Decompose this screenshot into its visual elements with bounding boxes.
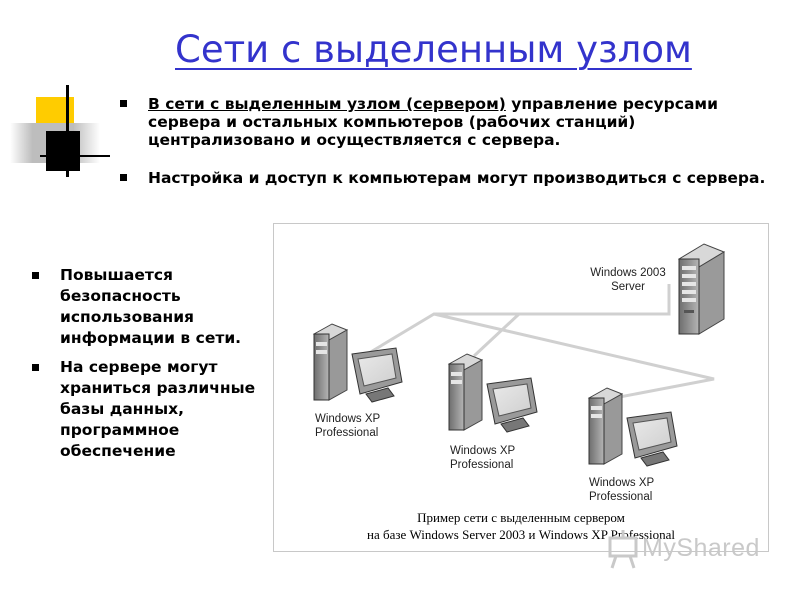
- network-cables: [358, 284, 715, 401]
- dedicated-node-link[interactable]: В сети с выделенным узлом (сервером): [148, 95, 506, 113]
- left-bullet-list: Повышается безопасность использования ин…: [32, 265, 295, 470]
- bullet-dedicated-node: В сети с выделенным узлом (сервером) упр…: [120, 95, 768, 149]
- workstation-3-label: Windows XP Professional: [589, 476, 654, 504]
- network-diagram-svg: [312, 243, 726, 467]
- bullet-server-storage: На сервере могут храниться различные баз…: [32, 357, 295, 462]
- workstation-label-line2: Professional: [589, 491, 653, 503]
- workstation-label-line1: Windows XP: [450, 445, 516, 457]
- workstation-label-line2: Professional: [315, 427, 379, 439]
- server-label: Windows 2003 Server: [586, 266, 670, 294]
- caption-line2: на базе Windows Server 2003 и Windows XP…: [367, 527, 675, 542]
- server-label-line2: Server: [611, 281, 645, 293]
- workstation-1-label: Windows XP Professional: [315, 412, 380, 440]
- diagram-caption: Пример сети с выделенным сервером на баз…: [274, 509, 768, 543]
- top-bullet-list: В сети с выделенным узлом (сервером) упр…: [120, 95, 768, 207]
- watermark-logo-icon: [608, 530, 638, 569]
- bullet-configuration: Настройка и доступ к компьютерам могут п…: [120, 169, 768, 187]
- workstation-3: [587, 387, 678, 467]
- workstation-label-line1: Windows XP: [589, 477, 655, 489]
- network-diagram: Windows 2003 Server Windows XP Professio…: [273, 223, 769, 552]
- caption-line1: Пример сети с выделенным сервером: [417, 510, 625, 525]
- slide-title[interactable]: Сети с выделенным узлом: [175, 28, 692, 71]
- logo-black-square: [46, 131, 80, 171]
- server-tower: [677, 243, 726, 335]
- bullet-text: управление ресурсами сервера и остальных…: [148, 95, 718, 149]
- server-label-line1: Windows 2003: [590, 267, 666, 279]
- workstation-label-line1: Windows XP: [315, 413, 381, 425]
- workstation-2-label: Windows XP Professional: [450, 444, 515, 472]
- watermark: MyShared: [606, 528, 766, 572]
- logo-horizontal-line: [40, 155, 110, 157]
- watermark-text: MyShared: [642, 534, 760, 562]
- logo-vertical-line: [66, 85, 69, 177]
- workstation-label-line2: Professional: [450, 459, 514, 471]
- corner-logo-decoration: [10, 85, 110, 185]
- workstation-2: [447, 353, 538, 433]
- workstation-1: [312, 323, 403, 403]
- bullet-security: Повышается безопасность использования ин…: [32, 265, 295, 349]
- bullet-text: Настройка и доступ к компьютерам могут п…: [148, 169, 766, 187]
